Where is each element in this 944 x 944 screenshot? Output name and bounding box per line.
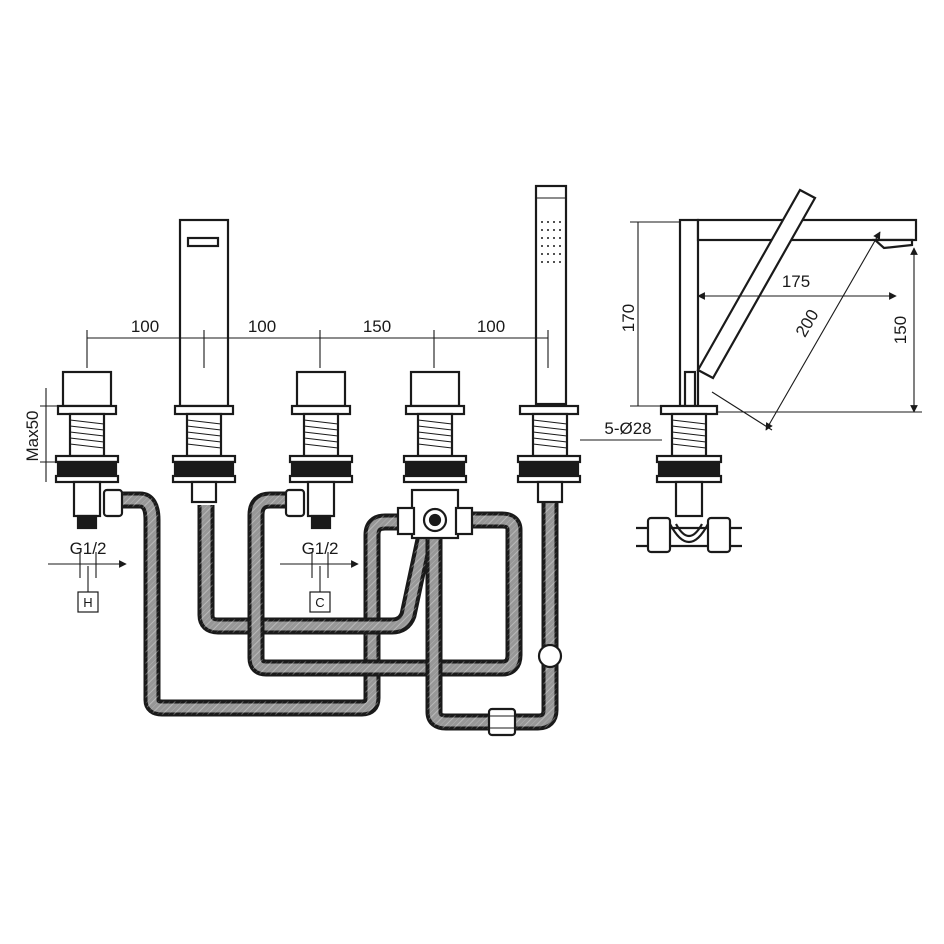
spacing-3-label: 150 [363,317,391,336]
hose-weight-ball [537,643,563,669]
dimension-lines [40,221,922,592]
cold-label-box [309,591,331,613]
max-height-label: Max50 [23,410,42,461]
hot-label-box [77,591,99,613]
spout-diagonal-label: 200 [792,306,823,340]
outlet-height-label: 150 [891,316,910,344]
hot-label: H [83,595,92,610]
handshower-valve [516,184,582,504]
spacing-2-label: 100 [248,317,276,336]
bath-spout [178,218,230,408]
spacing-1-label: 100 [131,317,159,336]
spacing-4-label: 100 [477,317,505,336]
cold-valve [288,370,354,530]
diverter-valve [396,370,474,540]
braided-hoses [112,491,563,737]
thread-hot-label: G1/2 [70,539,107,558]
hose-coupling-nut [487,707,517,737]
side-view [636,188,918,554]
spout-reach-label: 175 [782,272,810,291]
shower-nozzles [541,221,561,263]
hand-shower [534,184,568,406]
spout-valve [171,218,237,504]
hole-spec-label: 5-Ø28 [604,419,651,438]
cold-label: C [315,595,324,610]
spout-height-label: 170 [619,304,638,332]
hot-valve [54,370,120,530]
thread-cold-label: G1/2 [302,539,339,558]
